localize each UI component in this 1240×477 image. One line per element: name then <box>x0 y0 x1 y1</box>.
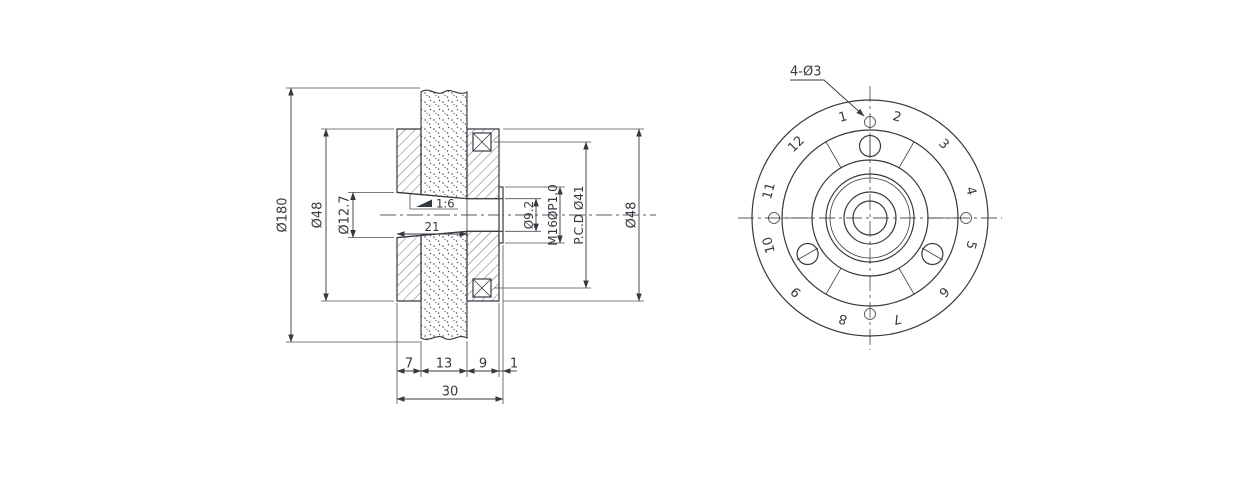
dial-number-9: 9 <box>788 283 804 299</box>
small-hole-top <box>864 116 876 128</box>
small-hole-bottom <box>864 308 876 320</box>
taper-ratio-label: 1:6 <box>436 197 455 211</box>
dial-number-7: 7 <box>891 310 903 327</box>
dim-label-width-boss: 1 <box>510 357 518 372</box>
pin-hole-section-bottom <box>472 278 492 298</box>
dim-label-flange-dia-right: Ø48 <box>625 202 640 229</box>
dial-number-3: 3 <box>935 136 951 152</box>
dim-label-flange-dia-left: Ø48 <box>311 202 326 229</box>
screw-top <box>858 134 882 158</box>
center-bore-circle <box>852 200 888 236</box>
wheel-section-top <box>420 89 468 200</box>
dial-number-8: 8 <box>837 310 849 327</box>
small-hole-right <box>960 212 972 224</box>
dim-label-small-bore-dia: Ø9.2 <box>522 201 536 230</box>
threaded-boss <box>498 186 504 244</box>
dial-number-4: 4 <box>962 185 979 197</box>
dim-label-taper-length: 21 <box>424 220 439 234</box>
dim-label-thread: M16ØP1.0 <box>546 184 560 245</box>
center-boss-circle <box>843 191 897 245</box>
dial-number-10: 10 <box>760 235 779 255</box>
hub-step-inner-circle <box>829 177 911 259</box>
hole-callout-label: 4-Ø3 <box>790 65 821 80</box>
dim-label-outer-dia: Ø180 <box>276 197 291 232</box>
dial-number-6: 6 <box>935 283 951 299</box>
wheel-section-bottom <box>420 230 468 340</box>
dim-label-width-wheel: 13 <box>436 357 453 372</box>
dial-number-2: 2 <box>891 109 903 126</box>
side-view: 1:6 <box>276 87 656 404</box>
taper-flag: 1:6 <box>409 194 458 211</box>
taper-symbol <box>416 199 432 207</box>
pin-hole-section-top <box>472 132 492 152</box>
dial-number-12: 12 <box>785 133 807 155</box>
dim-label-width-total: 30 <box>442 385 459 400</box>
dim-label-pitch-circle: P.C.D Ø41 <box>572 185 586 244</box>
small-holes <box>768 116 972 320</box>
radial-spokes <box>782 141 958 295</box>
dimension-lines <box>288 87 642 402</box>
dim-label-width-right-flange: 9 <box>479 357 487 372</box>
small-hole-left <box>768 212 780 224</box>
left-flange-top <box>396 128 422 196</box>
dial-number-5: 5 <box>962 239 979 251</box>
dial-number-11: 11 <box>760 181 779 201</box>
screw-lower-right <box>921 242 944 266</box>
outer-circle <box>751 99 989 337</box>
hole-callout: 4-Ø3 <box>790 65 865 117</box>
dim-label-bore-dia: Ø12.7 <box>338 195 353 234</box>
dial-number-1: 1 <box>837 109 849 126</box>
hub-step-circle <box>825 173 915 263</box>
dim-label-width-left-flange: 7 <box>405 357 413 372</box>
left-flange-bottom <box>396 234 422 302</box>
screw-lower-left <box>796 242 819 266</box>
